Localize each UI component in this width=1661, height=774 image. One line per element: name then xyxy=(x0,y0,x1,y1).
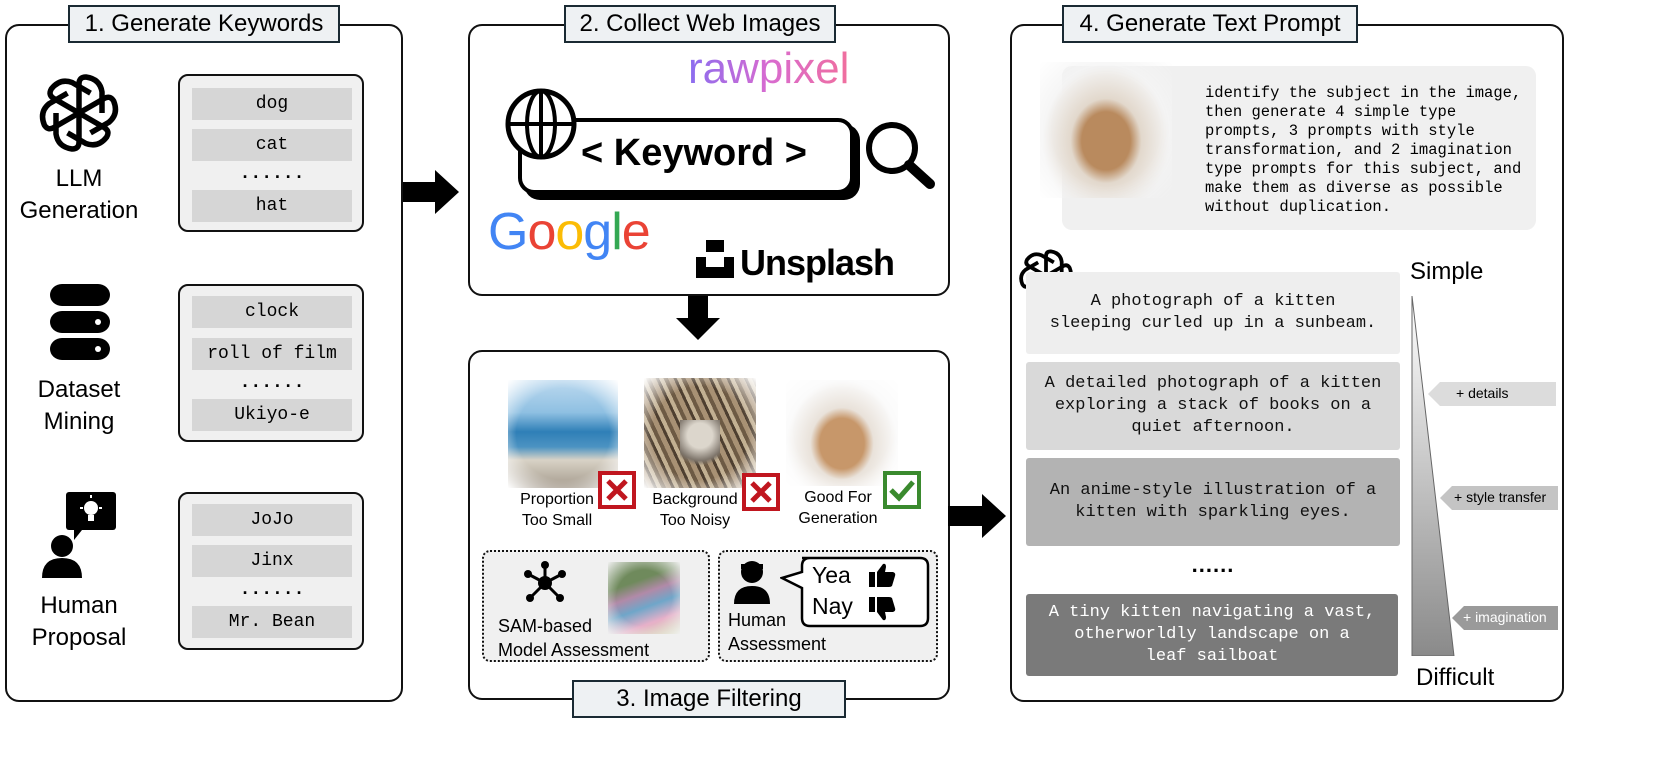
reject-icon xyxy=(742,473,780,511)
tag-style-transfer-label: + style transfer xyxy=(1454,489,1547,505)
panel-title-collect-web-images: 2. Collect Web Images xyxy=(564,5,836,43)
keyword-ellipsis: ...... xyxy=(239,373,305,393)
speech-bubble xyxy=(780,556,930,628)
keyword-item: hat xyxy=(192,190,352,222)
keyword-box-dataset: clock roll of film ...... Ukiyo-e xyxy=(178,284,364,442)
source-label-human: Human Proposal xyxy=(31,592,127,651)
source-label-llm: LLM Generation xyxy=(19,165,139,224)
google-logo-letter: o xyxy=(555,203,584,261)
keyword-item: Mr. Bean xyxy=(192,606,352,638)
unsplash-logo-text: Unsplash xyxy=(740,242,895,283)
tag-imagination-label: + imagination xyxy=(1463,609,1547,625)
filter-label-good: Good For Generation xyxy=(798,489,878,527)
openai-logo-icon xyxy=(38,72,120,154)
tag-arrow-imagination xyxy=(1452,606,1558,630)
tag-arrow-style-transfer xyxy=(1440,486,1558,510)
tag-details-label: + details xyxy=(1456,385,1509,401)
panel-title-generate-text-prompt: 4. Generate Text Prompt xyxy=(1062,5,1358,43)
person-idea-icon xyxy=(42,492,116,578)
prompt-simple: A photograph of a kitten sleeping curled… xyxy=(1026,272,1400,354)
keyword-box-human: JoJo Jinx ...... Mr. Bean xyxy=(178,492,364,650)
thumbs-down-icon xyxy=(869,597,896,621)
reject-icon xyxy=(598,471,636,509)
panel-title-generate-keywords: 1. Generate Keywords xyxy=(68,5,340,43)
arrow-right-icon xyxy=(948,494,1006,538)
search-keyword-text: < Keyword > xyxy=(581,132,807,174)
keyword-item: Jinx xyxy=(192,545,352,577)
thumbs-up-icon xyxy=(869,563,896,587)
difficulty-simple-label: Simple xyxy=(1410,258,1484,285)
keyword-item: roll of film xyxy=(192,338,352,370)
example-image-good-kitten xyxy=(786,380,898,486)
sam-label: SAM-based Model Assessment xyxy=(498,616,650,660)
google-logo: Google xyxy=(488,202,651,262)
keyword-item: dog xyxy=(192,88,352,120)
prompt-ellipsis: ...... xyxy=(1191,552,1235,577)
google-logo-letter: e xyxy=(621,203,651,261)
filter-label-background: Background Too Noisy xyxy=(652,491,738,529)
keyword-item: JoJo xyxy=(192,504,352,536)
arrow-down-icon xyxy=(676,296,720,340)
difficulty-difficult-label: Difficult xyxy=(1416,664,1495,691)
prompt-imagination: A tiny kitten navigating a vast, otherwo… xyxy=(1026,594,1398,676)
filter-label-proportion: Proportion Too Small xyxy=(520,491,594,529)
unsplash-logo-icon xyxy=(696,240,734,278)
prompt-style-transfer: An anime-style illustration of a kitten … xyxy=(1026,458,1400,546)
sam-segmentation-image xyxy=(608,562,680,634)
keyword-item: cat xyxy=(192,129,352,161)
accept-icon xyxy=(883,471,921,509)
human-assessment-label: Human Assessment xyxy=(728,610,827,654)
keyword-ellipsis: ...... xyxy=(239,580,305,600)
google-logo-letter: o xyxy=(527,203,556,261)
kitten-in-noisy-background xyxy=(680,420,720,472)
person-icon xyxy=(734,561,770,604)
keyword-box-llm: dog cat ...... hat xyxy=(178,74,364,232)
sam-network-icon xyxy=(524,561,566,602)
google-logo-letter: g xyxy=(583,203,612,261)
keyword-ellipsis: ...... xyxy=(239,164,305,184)
keyword-item: Ukiyo-e xyxy=(192,399,352,431)
instruction-text: identify the subject in the image, then … xyxy=(1205,84,1522,216)
prompt-details: A detailed photograph of a kitten explor… xyxy=(1026,362,1400,450)
panel-title-image-filtering: 3. Image Filtering xyxy=(572,680,846,718)
keyword-item: clock xyxy=(192,296,352,328)
difficulty-gradient-wedge xyxy=(1411,296,1455,656)
tag-arrow-details xyxy=(1428,382,1556,406)
google-logo-letter: G xyxy=(488,203,528,261)
rawpixel-logo: rawpixel xyxy=(688,44,850,93)
example-image-small-subject xyxy=(508,380,618,488)
vote-yea-label: Yea xyxy=(812,562,851,588)
vote-nay-label: Nay xyxy=(812,593,853,619)
globe-icon xyxy=(505,88,577,160)
source-label-dataset: Dataset Mining xyxy=(37,376,121,435)
magnifier-icon xyxy=(866,122,935,189)
arrow-right-icon xyxy=(403,170,459,214)
google-logo-letter: l xyxy=(611,203,623,261)
database-icon xyxy=(50,284,110,360)
kitten-image xyxy=(1040,62,1172,198)
